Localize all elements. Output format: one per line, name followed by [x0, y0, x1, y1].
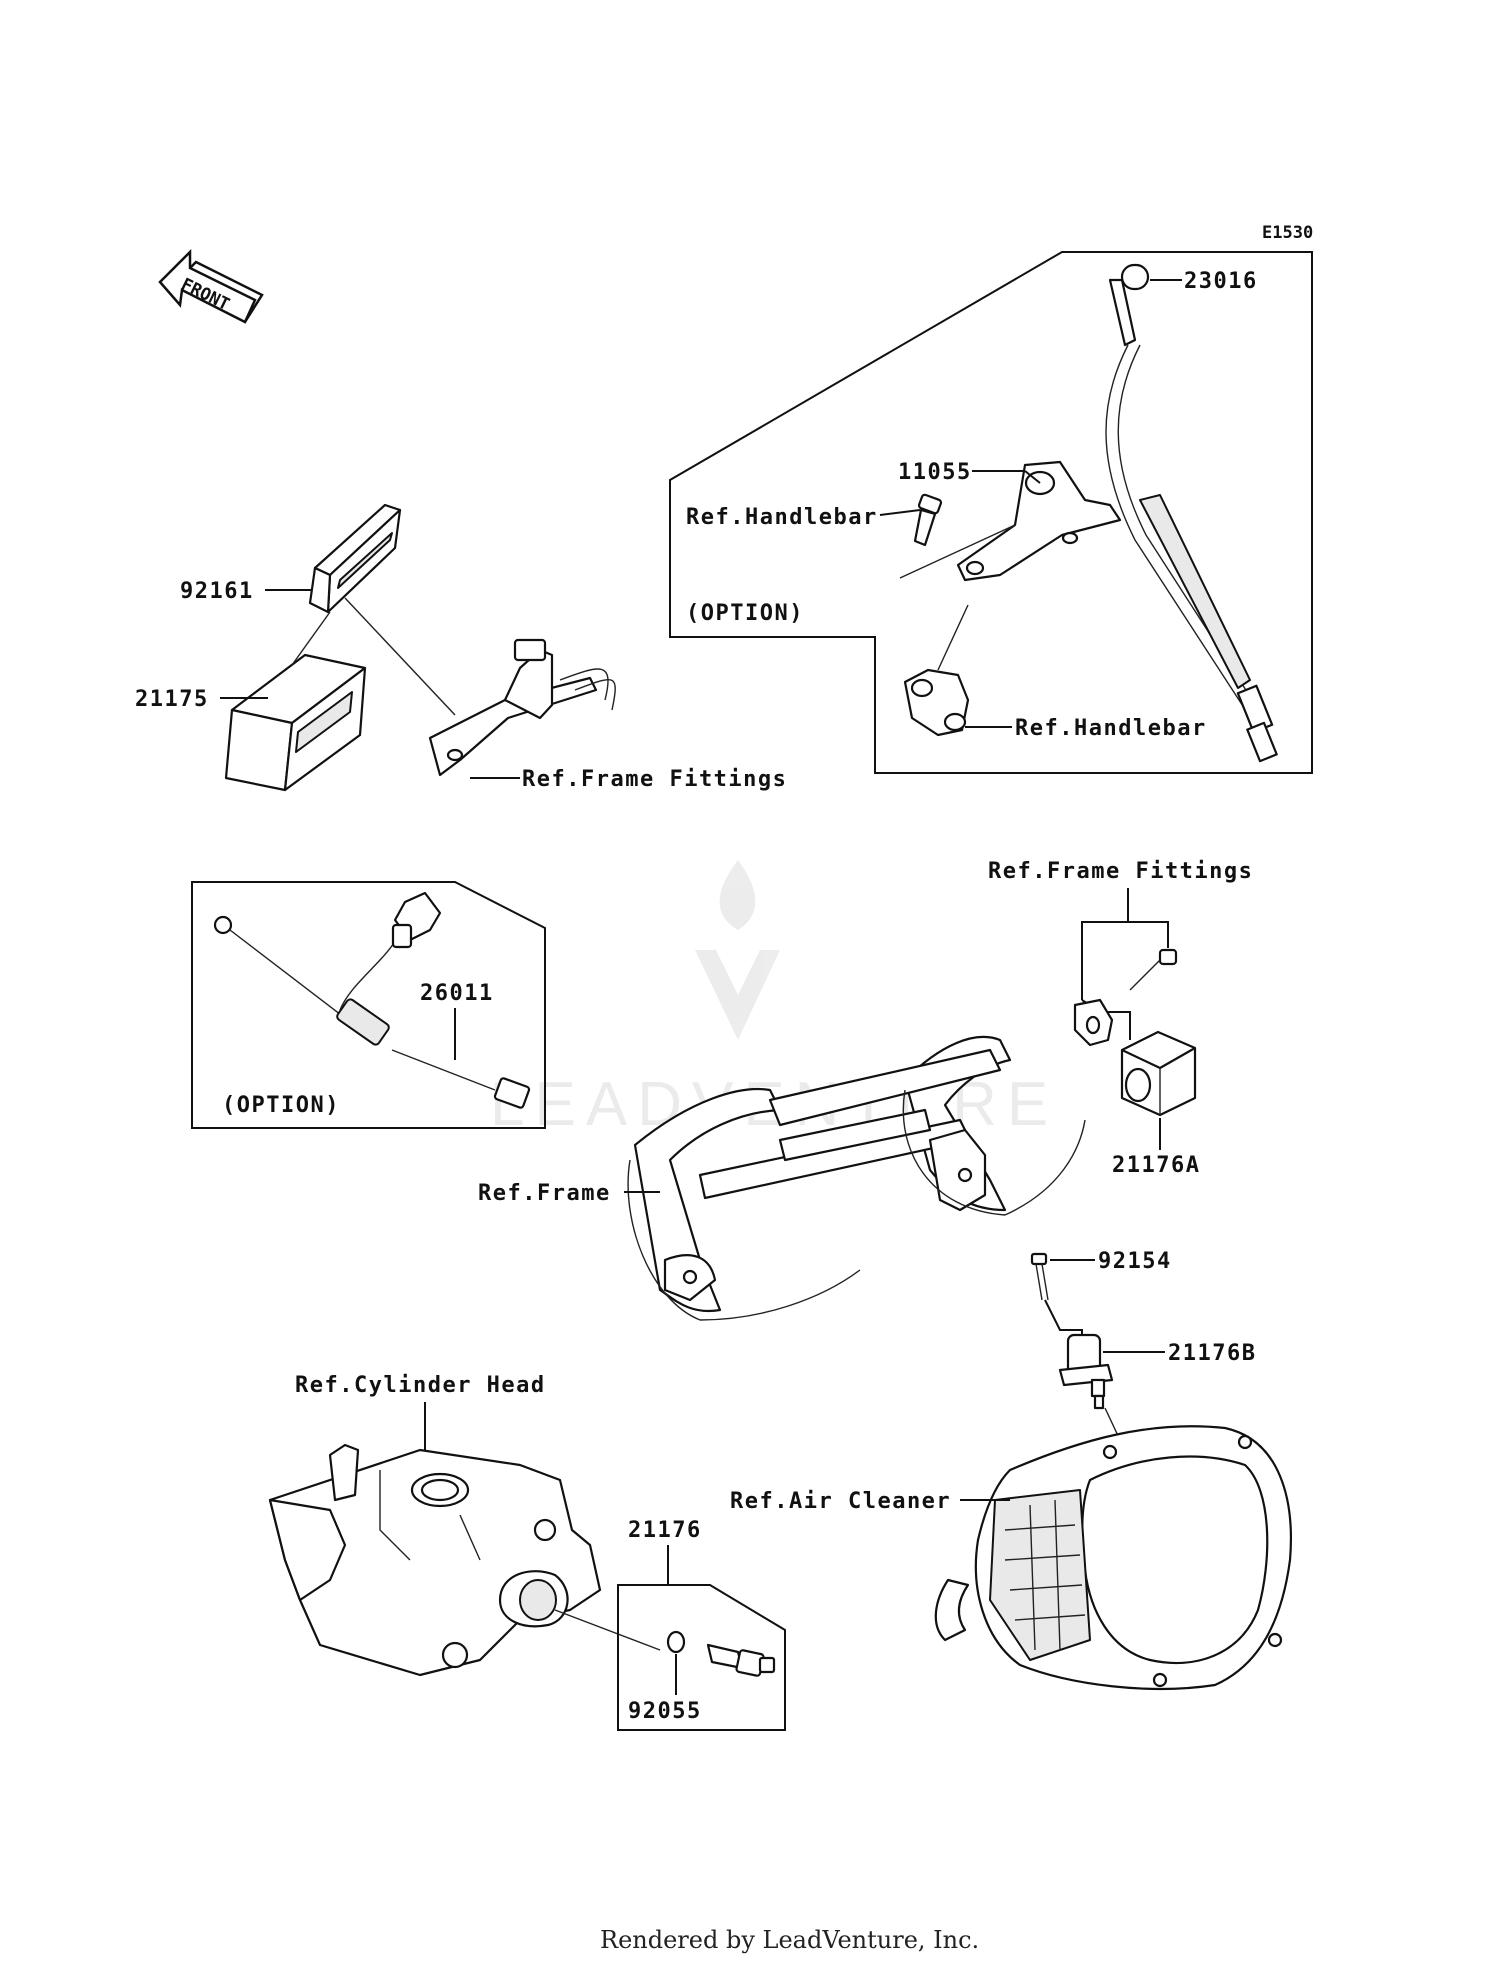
cylinder-head	[268, 1443, 602, 1677]
ecu-group: 92161 21175 Ref.Frame Fittings	[135, 503, 787, 792]
callout-26011[interactable]: 26011	[420, 981, 494, 1006]
switch-bracket-11055	[956, 460, 1122, 582]
handlebar-bolt	[913, 493, 943, 547]
callout-92154[interactable]: 92154	[1098, 1249, 1172, 1274]
sensor-21176B	[1058, 1333, 1114, 1410]
frame-fitting-bracket	[1073, 948, 1178, 1047]
ecu-frame-bracket	[428, 638, 616, 777]
callout-ref-handlebar-lower[interactable]: Ref.Handlebar	[1015, 716, 1207, 741]
callout-92055[interactable]: 92055	[628, 1699, 702, 1724]
kill-switch-23016	[1105, 263, 1278, 763]
callout-11055[interactable]: 11055	[898, 460, 972, 485]
o-ring-92055	[666, 1630, 686, 1654]
screw-92154	[1030, 1252, 1049, 1301]
handlebar-clamp	[903, 668, 970, 737]
callout-21176B[interactable]: 21176B	[1168, 1341, 1256, 1366]
callout-ref-frame[interactable]: Ref.Frame	[478, 1181, 611, 1206]
frame-assembly	[627, 1035, 1086, 1321]
footer-rendered-by: Rendered by LeadVenture, Inc.	[600, 1926, 979, 1954]
ecu-unit-21175	[224, 653, 367, 792]
temp-sensor-21176	[706, 1643, 776, 1677]
air-cleaner-housing	[934, 1425, 1292, 1691]
callout-ref-handlebar-upper[interactable]: Ref.Handlebar	[686, 505, 878, 530]
option-label-lower: (OPTION)	[222, 1093, 340, 1118]
wire-harness-26011	[213, 891, 531, 1109]
sensor-21176A	[1120, 1030, 1197, 1117]
ecu-case-92161	[308, 503, 402, 614]
callout-21175[interactable]: 21175	[135, 687, 209, 712]
callout-21176A[interactable]: 21176A	[1112, 1153, 1200, 1178]
callout-23016[interactable]: 23016	[1184, 269, 1258, 294]
callout-ref-frame-fittings-upper[interactable]: Ref.Frame Fittings	[522, 767, 787, 792]
callout-21176[interactable]: 21176	[628, 1518, 702, 1543]
option-group-kill-switch: (OPTION) 23016 11055 Ref.Hand	[669, 251, 1313, 774]
flame-v-logo-icon	[695, 860, 780, 1040]
callout-92161[interactable]: 92161	[180, 579, 254, 604]
front-arrow-icon: FRONT	[158, 248, 264, 324]
callout-ref-cylinder-head[interactable]: Ref.Cylinder Head	[295, 1373, 546, 1398]
callout-ref-frame-fittings-lower[interactable]: Ref.Frame Fittings	[988, 859, 1253, 884]
option-group-harness: (OPTION) 26011	[191, 881, 546, 1129]
callout-ref-air-cleaner[interactable]: Ref.Air Cleaner	[730, 1489, 951, 1514]
diagram-code: E1530	[1262, 223, 1313, 243]
option-label-upper: (OPTION)	[686, 601, 804, 626]
